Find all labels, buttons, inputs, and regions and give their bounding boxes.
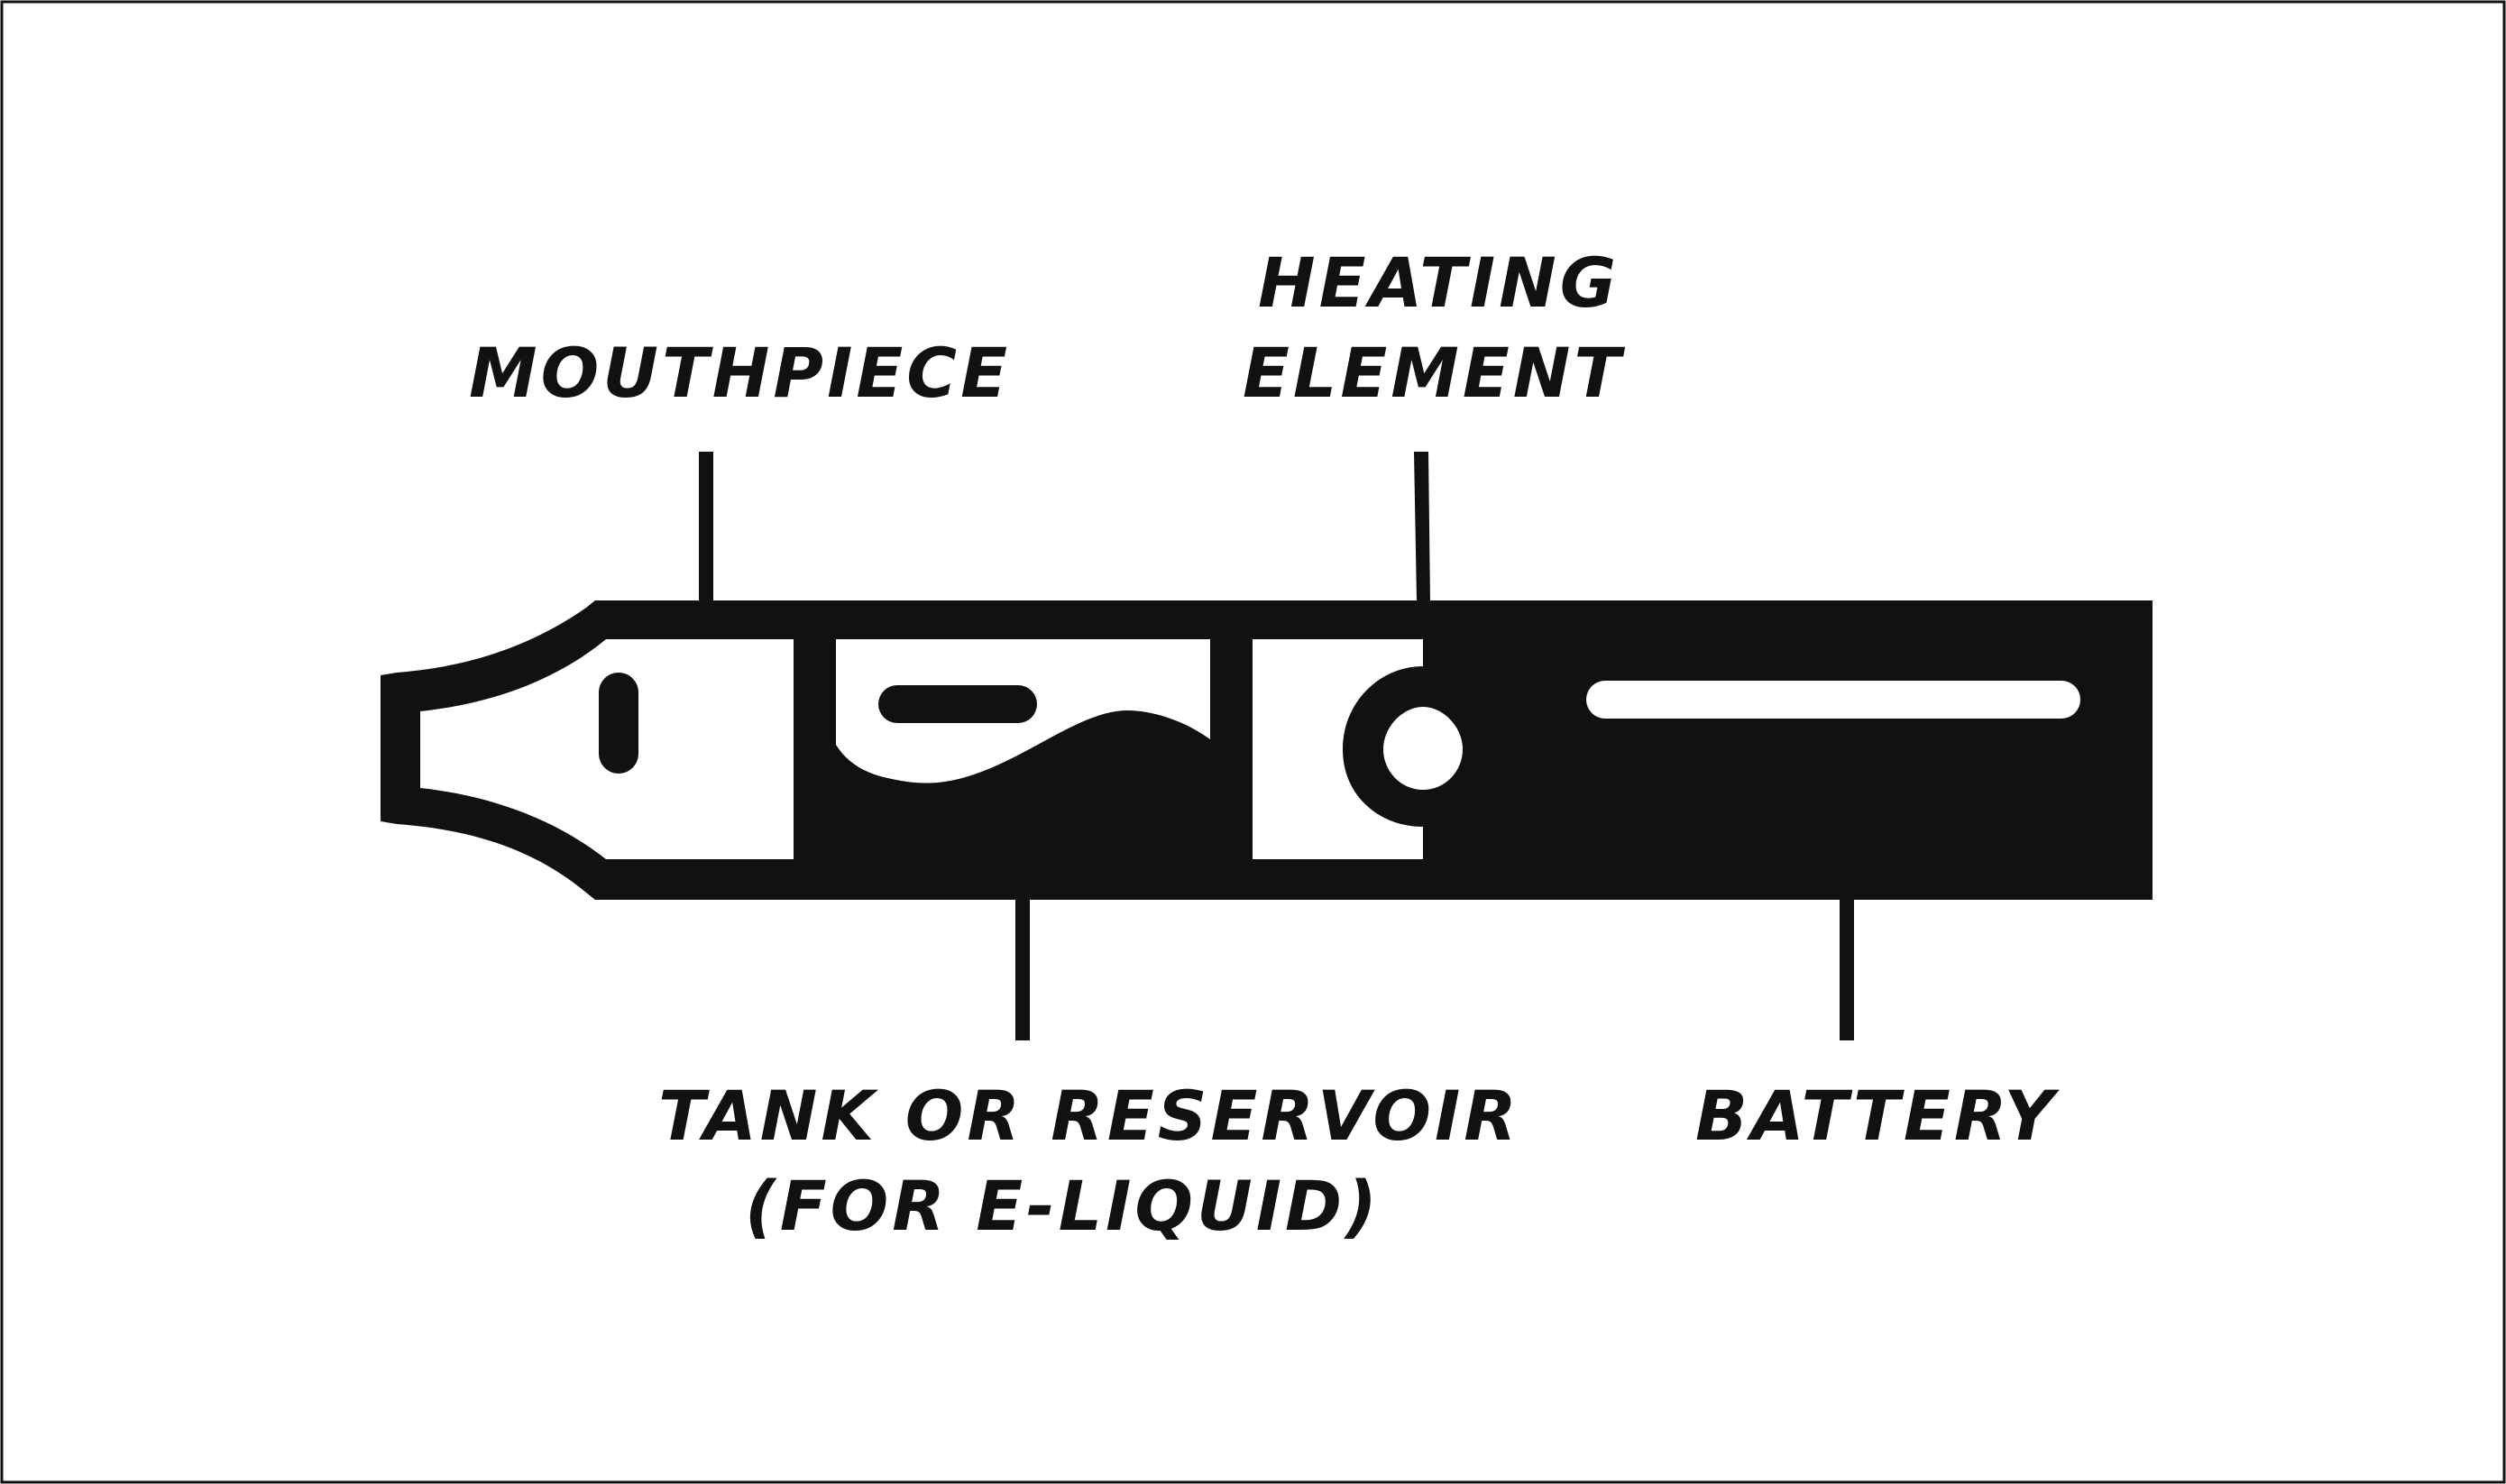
mouthpiece-label: MOUTHPIECE [469, 333, 1011, 413]
heating-chamber [1253, 639, 1423, 859]
tank-label-line2: (FOR E-LIQUID) [745, 1166, 1381, 1246]
heating-element-label-line1: HEATING [1258, 243, 1620, 323]
tank-level-bar [878, 685, 1037, 723]
heating-element-label-line2: ELEMENT [1243, 333, 1625, 413]
leader-lines [699, 452, 1854, 1040]
tank-leader [1015, 899, 1030, 1040]
tank-label-line1: TANK OR RESERVOIR [658, 1076, 1520, 1156]
heating-leader [1414, 452, 1430, 601]
mouthpiece-leader [699, 452, 713, 601]
battery-label: BATTERY [1695, 1076, 2060, 1156]
battery-leader [1840, 899, 1854, 1040]
mouthpiece-air-slot [599, 673, 638, 774]
heating-coil [1383, 707, 1463, 790]
battery-indicator-slot [1586, 681, 2080, 719]
